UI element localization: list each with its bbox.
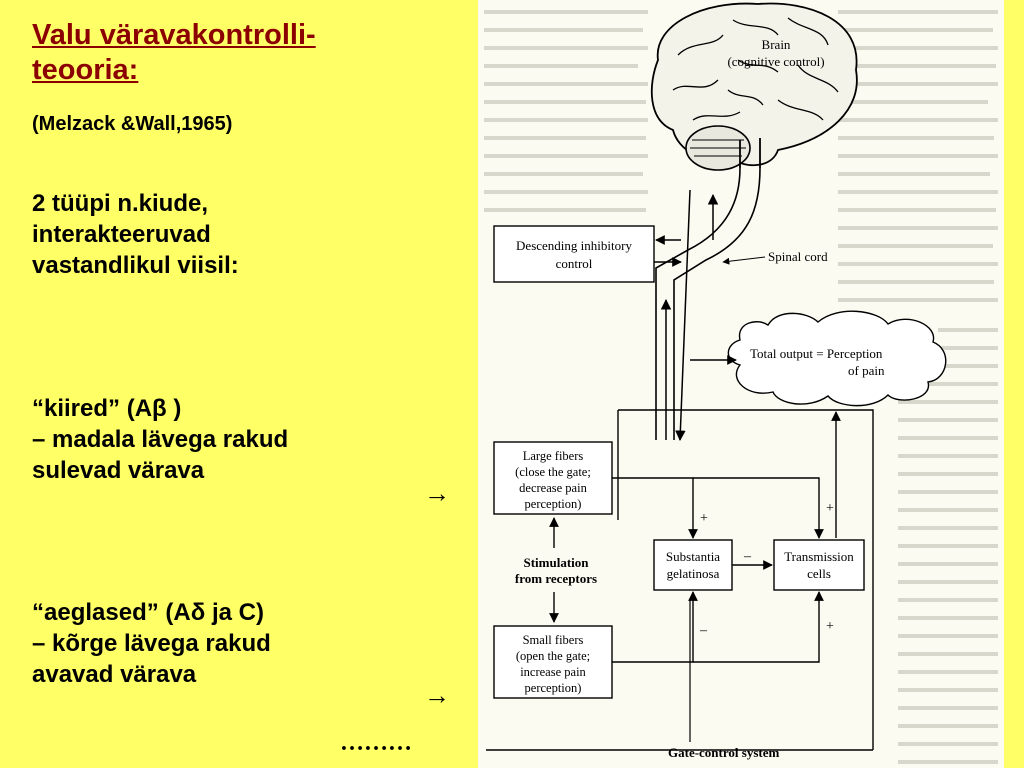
brain-sublabel: (cognitive control) bbox=[727, 54, 824, 69]
small-fibers-box bbox=[493, 625, 613, 699]
brain-label: Brain bbox=[762, 37, 791, 52]
intro-line-2: interakteeruvad bbox=[32, 221, 211, 248]
plus-sign: + bbox=[826, 501, 834, 516]
large-fibers-label-2: (close the gate; bbox=[515, 465, 591, 479]
large-fibers-label-3: decrease pain bbox=[519, 481, 587, 495]
spinal-cord-shape bbox=[655, 167, 761, 440]
arrow-right-icon: → bbox=[424, 680, 450, 710]
sg-label-2: gelatinosa bbox=[667, 566, 720, 581]
plus-sign: + bbox=[700, 511, 708, 526]
fast-line-1: “kiired” (Aβ ) bbox=[32, 395, 182, 422]
minus-sign: – bbox=[743, 549, 752, 564]
intro-paragraph: 2 tüüpi n.kiude, interakteeruvad vastand… bbox=[32, 188, 239, 281]
large-fibers-label-4: perception) bbox=[525, 497, 582, 511]
slow-fibers-paragraph: “aeglased” (Aδ ja C) – kõrge lävega raku… bbox=[32, 597, 271, 690]
background-text-texture bbox=[484, 10, 998, 764]
stimulation-label-1: Stimulation bbox=[523, 555, 589, 570]
ellipsis: ……… bbox=[340, 730, 412, 756]
large-fibers-label-1: Large fibers bbox=[523, 449, 584, 463]
total-output-label-1: Total output = Perception bbox=[750, 346, 883, 361]
fast-line-3: sulevad värava bbox=[32, 457, 205, 484]
minus-sign: – bbox=[699, 623, 708, 638]
small-fibers-label-3: increase pain bbox=[520, 665, 586, 679]
slow-line-2: – kõrge lävega rakud bbox=[32, 630, 271, 657]
substantia-gelatinosa-box bbox=[653, 539, 733, 591]
stimulation-label-2: from receptors bbox=[515, 571, 597, 586]
total-output-label-2: of pain bbox=[848, 363, 885, 378]
fast-fibers-paragraph: “kiired” (Aβ ) – madala lävega rakud sul… bbox=[32, 393, 288, 486]
intro-line-3: vastandlikul viisil: bbox=[32, 252, 239, 279]
small-fibers-label-1: Small fibers bbox=[523, 633, 584, 647]
transmission-cells-box bbox=[773, 539, 865, 591]
title-line-1: Valu väravakontrolli- bbox=[32, 19, 316, 51]
small-fibers-label-4: perception) bbox=[525, 681, 582, 695]
figure-caption: Gate-control system bbox=[668, 745, 779, 760]
descending-label-1: Descending inhibitory bbox=[516, 238, 632, 253]
descending-control-box bbox=[493, 225, 655, 283]
brain-icon bbox=[650, 2, 858, 171]
small-fibers-label-2: (open the gate; bbox=[516, 649, 590, 663]
intro-line-1: 2 tüüpi n.kiude, bbox=[32, 190, 209, 217]
gate-control-figure: Brain (cognitive control) Spinal cord De… bbox=[478, 0, 1004, 768]
slow-line-3: avavad värava bbox=[32, 661, 197, 688]
title-line-2: teooria: bbox=[32, 54, 139, 86]
citation: (Melzack &Wall,1965) bbox=[32, 113, 233, 135]
sg-label-1: Substantia bbox=[666, 549, 720, 564]
arrow-right-icon: → bbox=[424, 478, 450, 508]
slow-line-1: “aeglased” (Aδ ja C) bbox=[32, 599, 264, 626]
slide-title: Valu väravakontrolli- teooria: bbox=[32, 18, 452, 88]
tc-label-2: cells bbox=[807, 566, 831, 581]
tc-label-1: Transmission bbox=[784, 549, 854, 564]
total-output-cloud bbox=[727, 310, 947, 407]
fast-line-2: – madala lävega rakud bbox=[32, 426, 289, 453]
spinal-cord-label: Spinal cord bbox=[768, 249, 828, 264]
plus-sign: + bbox=[826, 619, 834, 634]
descending-label-2: control bbox=[556, 256, 593, 271]
gate-control-diagram: Brain (cognitive control) Spinal cord De… bbox=[486, 2, 947, 760]
